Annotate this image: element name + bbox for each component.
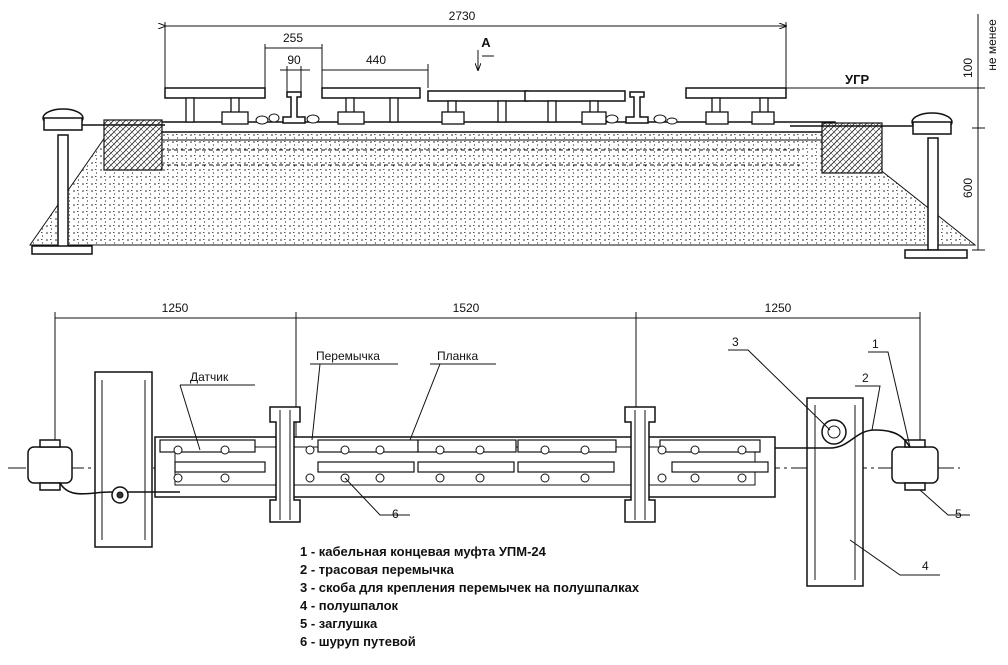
legend-item-4: 4 - полушпалок: [300, 598, 399, 613]
rail-left: [282, 91, 306, 124]
plate-3: [427, 90, 529, 102]
dim-90-label: 90: [287, 53, 301, 67]
ugr-level: УГР: [786, 72, 975, 89]
dim-440-label: 440: [366, 53, 386, 67]
right-post-base: [904, 249, 968, 259]
legend-item-6: 6 - шуруп путевой: [300, 634, 416, 649]
callout-3: 3: [732, 335, 739, 349]
legend-item-1: 1 - кабельная концевая муфта УПМ-24: [300, 544, 547, 559]
plan-muff-left: [27, 439, 180, 504]
right-muff-body: [912, 121, 952, 135]
plate-5: [685, 87, 787, 99]
left-hatched-block: [103, 119, 163, 171]
dim-100-label: 100: [961, 58, 975, 78]
screws: [173, 445, 747, 483]
plan-labels: Датчик Перемычка Планка: [179, 349, 496, 451]
right-hatched-block: [821, 122, 883, 174]
callout-1: 1: [872, 337, 879, 351]
dim-vertical: 100 600 не менее: [961, 14, 999, 251]
left-half-sleeper-grain: [101, 380, 146, 540]
left-half-sleeper: [94, 371, 153, 548]
callout-4: 4: [922, 559, 929, 573]
callout-5: 5: [955, 507, 962, 521]
ballast-hidden-lines: [160, 149, 800, 166]
rail-right: [625, 91, 649, 124]
label-jumper: Перемычка: [316, 349, 380, 363]
legend-item-2: 2 - трасовая перемычка: [300, 562, 455, 577]
callout-2: 2: [862, 371, 869, 385]
callouts: 1 2 3 4 5 6: [344, 335, 970, 576]
dim-90: 90: [280, 53, 310, 92]
plan-rail-right: [624, 406, 656, 523]
gravel-stones: [255, 113, 678, 125]
dim-2730: 2730: [165, 9, 786, 88]
plate-4: [524, 90, 626, 102]
not-less-label: не менее: [985, 19, 999, 71]
plan-rail-left: [269, 406, 301, 523]
right-post: [927, 137, 939, 251]
plate-1: [164, 87, 266, 99]
right-half-sleeper-grain: [814, 405, 856, 580]
plate-2: [321, 87, 421, 99]
dim-440: 440: [322, 53, 429, 88]
legend-item-5: 5 - заглушка: [300, 616, 378, 631]
plan-muff-right: [775, 419, 939, 491]
left-muff-body: [43, 117, 83, 131]
dim-2730-label: 2730: [449, 9, 476, 23]
left-post: [57, 134, 69, 248]
section-view: 2730 255 90 440 A УГР: [29, 9, 999, 259]
plan-view: 1250 1520 1250: [8, 301, 970, 587]
legend-item-3: 3 - скоба для крепления перемычек на пол…: [300, 580, 640, 595]
plates-group: [164, 87, 787, 102]
callout-6: 6: [392, 507, 399, 521]
plan-dims: 1250 1520 1250: [54, 301, 921, 470]
dim-1250-right: 1250: [765, 301, 792, 315]
dim-1250-left: 1250: [162, 301, 189, 315]
left-post-base: [31, 245, 93, 255]
dim-1520: 1520: [453, 301, 480, 315]
dim-255-label: 255: [283, 31, 303, 45]
section-mark-label: A: [481, 35, 491, 50]
label-sensor: Датчик: [190, 370, 229, 384]
plate-supports: [185, 97, 775, 125]
dim-600-label: 600: [961, 178, 975, 198]
ugr-label: УГР: [845, 72, 869, 87]
label-plate: Планка: [437, 349, 478, 363]
section-marker-a: A: [478, 35, 494, 70]
dim-255: 255: [264, 31, 323, 88]
legend: 1 - кабельная концевая муфта УПМ-24 2 - …: [300, 544, 640, 649]
